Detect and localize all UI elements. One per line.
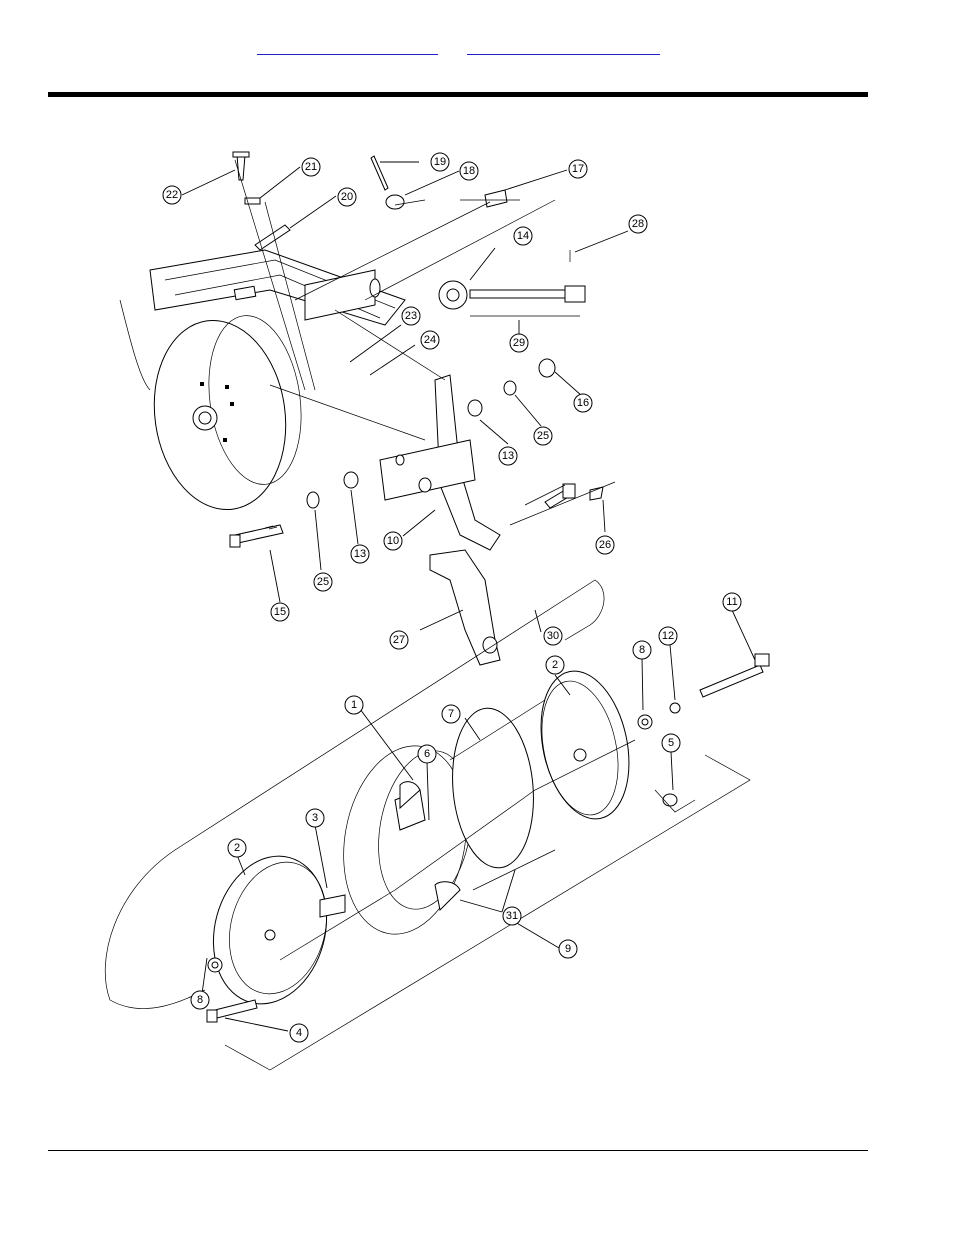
- svg-text:4: 4: [296, 1027, 302, 1039]
- svg-text:30: 30: [547, 630, 559, 642]
- callout-18: 18: [460, 162, 478, 180]
- callout-12: 12: [659, 627, 677, 645]
- svg-text:22: 22: [166, 189, 178, 201]
- svg-text:29: 29: [513, 337, 525, 349]
- footer-rule: [48, 1150, 868, 1151]
- callout-29: 29: [510, 334, 528, 352]
- svg-text:8: 8: [639, 644, 645, 656]
- svg-text:8: 8: [197, 994, 203, 1006]
- svg-text:3: 3: [312, 812, 318, 824]
- svg-text:28: 28: [632, 218, 644, 230]
- callout-13-lower: 13: [351, 545, 369, 563]
- svg-text:25: 25: [537, 430, 549, 442]
- callout-25-upper: 25: [534, 427, 552, 445]
- callout-4: 4: [290, 1024, 308, 1042]
- callout-8-left: 8: [191, 991, 209, 1009]
- callout-10: 10: [384, 532, 402, 550]
- svg-text:31: 31: [506, 910, 518, 922]
- callout-13-upper: 13: [499, 447, 517, 465]
- svg-text:10: 10: [387, 535, 399, 547]
- callout-5: 5: [662, 734, 680, 752]
- svg-text:11: 11: [726, 596, 737, 608]
- callout-11: 11: [723, 593, 741, 611]
- svg-text:2: 2: [552, 659, 558, 671]
- svg-text:21: 21: [305, 161, 317, 173]
- svg-text:13: 13: [502, 450, 514, 462]
- svg-text:27: 27: [393, 634, 405, 646]
- svg-text:13: 13: [354, 548, 366, 560]
- callout-7: 7: [442, 705, 460, 723]
- exploded-parts-diagram: 1 2 2 3 4 5 6 7 8 8 9 10 11 12 13 13 14 …: [95, 140, 795, 1080]
- callout-25-lower: 25: [314, 573, 332, 591]
- callout-17: 17: [569, 160, 587, 178]
- svg-text:1: 1: [351, 699, 357, 711]
- callout-8-right: 8: [633, 641, 651, 659]
- svg-text:14: 14: [517, 230, 529, 242]
- svg-text:19: 19: [434, 156, 446, 168]
- svg-text:25: 25: [317, 576, 329, 588]
- svg-text:17: 17: [572, 163, 584, 175]
- callout-22: 22: [163, 186, 181, 204]
- svg-text:26: 26: [599, 539, 611, 551]
- svg-text:18: 18: [463, 165, 475, 177]
- svg-text:24: 24: [424, 334, 436, 346]
- callout-26: 26: [596, 536, 614, 554]
- callout-31: 31: [503, 907, 521, 925]
- svg-text:12: 12: [662, 630, 674, 642]
- callout-1: 1: [345, 696, 363, 714]
- callout-24: 24: [421, 331, 439, 349]
- callout-3: 3: [306, 809, 324, 827]
- callout-14: 14: [514, 227, 532, 245]
- frame-assembly: [120, 152, 615, 665]
- callout-21: 21: [302, 158, 320, 176]
- svg-text:6: 6: [424, 748, 430, 760]
- callout-15: 15: [271, 603, 289, 621]
- svg-text:16: 16: [577, 397, 589, 409]
- callout-2-left: 2: [228, 839, 246, 857]
- svg-text:20: 20: [341, 191, 353, 203]
- svg-text:5: 5: [668, 737, 674, 749]
- callout-9: 9: [559, 940, 577, 958]
- callout-6: 6: [418, 745, 436, 763]
- callout-20: 20: [338, 188, 356, 206]
- svg-text:2: 2: [234, 842, 240, 854]
- callout-27: 27: [390, 631, 408, 649]
- header-link-1[interactable]: [257, 38, 438, 55]
- callout-16: 16: [574, 394, 592, 412]
- svg-text:7: 7: [448, 708, 454, 720]
- svg-text:9: 9: [565, 943, 571, 955]
- svg-text:15: 15: [274, 606, 286, 618]
- header-link-2[interactable]: [467, 38, 660, 55]
- callout-19: 19: [431, 153, 449, 171]
- callout-23: 23: [402, 307, 420, 325]
- callout-2-right: 2: [546, 656, 564, 674]
- svg-text:23: 23: [405, 310, 417, 322]
- callout-30: 30: [544, 627, 562, 645]
- header-rule: [48, 92, 868, 97]
- callout-28: 28: [629, 215, 647, 233]
